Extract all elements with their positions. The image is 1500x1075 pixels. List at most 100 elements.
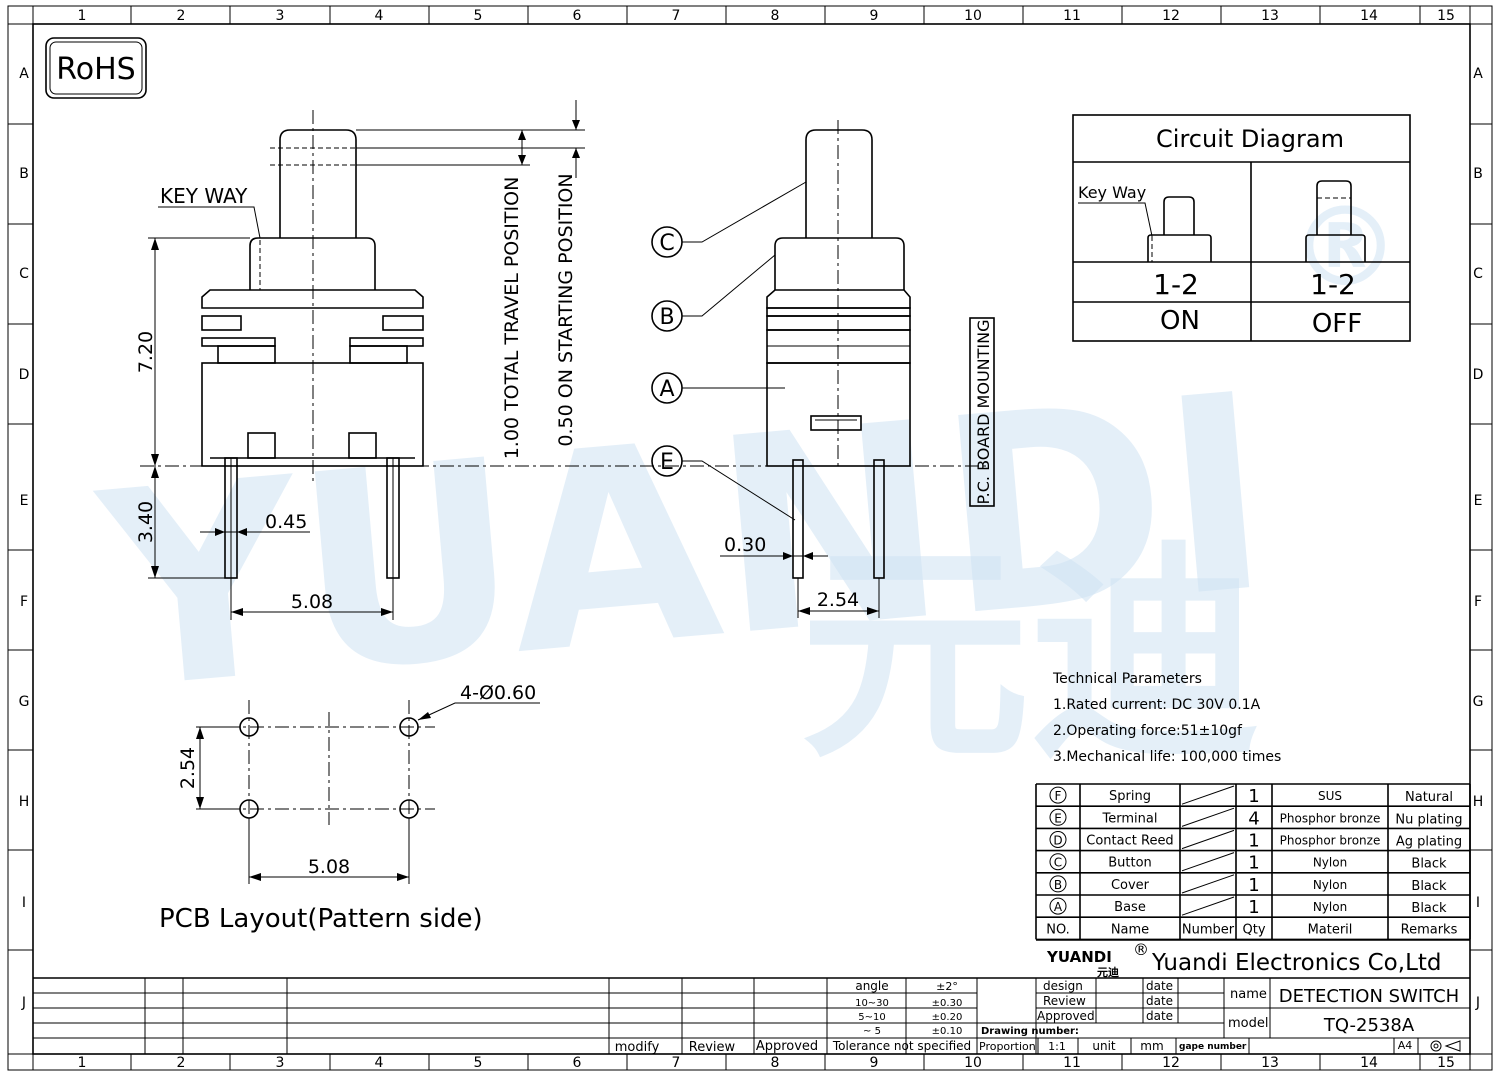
- row-label-left: C: [19, 266, 29, 282]
- col-label-top: 3: [276, 8, 285, 24]
- dim-height: 7.20: [135, 331, 157, 373]
- row-label-right: G: [1473, 694, 1484, 710]
- review-label: Review: [1043, 994, 1086, 1008]
- technical-parameters: Technical Parameters 1.Rated current: DC…: [1052, 671, 1281, 765]
- proportion-label: Proportion: [979, 1040, 1036, 1053]
- col-label-bottom: 8: [771, 1055, 780, 1071]
- tol-value-3: ±0.10: [932, 1026, 963, 1037]
- bom-header-remarks: Remarks: [1401, 922, 1458, 937]
- bom-remarks: Black: [1411, 901, 1447, 916]
- pcb-dim-vertical: 2.54: [177, 747, 199, 789]
- row-label-right: B: [1473, 166, 1483, 182]
- col-label-bottom: 6: [573, 1055, 582, 1071]
- tolerance-not-specified: Tolerance not specified: [832, 1039, 971, 1053]
- bom-qty: 1: [1248, 831, 1259, 852]
- bom-name: Button: [1108, 856, 1152, 871]
- bom-material: Phosphor bronze: [1280, 834, 1381, 848]
- col-label-bottom: 12: [1162, 1055, 1180, 1071]
- circuit-keyway: Key Way: [1078, 183, 1146, 202]
- date-label-2: date: [1146, 994, 1173, 1008]
- bom-no: B: [1054, 878, 1062, 892]
- col-label-top: 15: [1437, 8, 1455, 24]
- col-label-bottom: 11: [1063, 1055, 1081, 1071]
- row-label-left: F: [20, 594, 28, 610]
- design-label: design: [1043, 979, 1083, 993]
- col-label-top: 14: [1360, 8, 1378, 24]
- bom-qty: 1: [1248, 853, 1259, 874]
- row-label-left: E: [20, 493, 29, 509]
- row-label-right: H: [1473, 794, 1484, 810]
- row-label-left: A: [19, 66, 29, 82]
- bom-name: Cover: [1111, 878, 1150, 893]
- bom-name: Terminal: [1102, 811, 1158, 826]
- bom-no-circle: [1049, 853, 1067, 871]
- rohs-mark: RoHS: [45, 37, 147, 99]
- model-value: TQ-2538A: [1323, 1015, 1415, 1036]
- date-label-1: date: [1146, 979, 1173, 993]
- callout-letter: A: [659, 377, 674, 402]
- circuit-title: Circuit Diagram: [1156, 125, 1344, 153]
- tol-value-1: ±0.30: [932, 998, 963, 1009]
- logo-reg: ®: [1133, 940, 1149, 959]
- bom-material: Nylon: [1313, 856, 1347, 870]
- bom-qty: 1: [1248, 786, 1259, 807]
- col-label-top: 7: [672, 8, 681, 24]
- projection-symbol: [1430, 1040, 1461, 1052]
- bom-name: Spring: [1109, 789, 1151, 804]
- drawing-number-label: Drawing number:: [981, 1026, 1079, 1037]
- bom-no-circle: [1049, 831, 1067, 848]
- pcb-caption: PCB Layout(Pattern side): [159, 904, 483, 934]
- model-label: model: [1228, 1016, 1268, 1031]
- unit-value: mm: [1140, 1039, 1163, 1053]
- bom-name: Contact Reed: [1086, 834, 1173, 849]
- circuit-right-state: OFF: [1312, 309, 1362, 339]
- tech-title: Technical Parameters: [1052, 671, 1202, 687]
- row-label-right: D: [1473, 367, 1484, 383]
- col-label-top: 4: [375, 8, 384, 24]
- row-label-left: G: [19, 694, 30, 710]
- col-label-bottom: 14: [1360, 1055, 1378, 1071]
- bom-header-material: Materil: [1308, 922, 1353, 937]
- col-label-bottom: 2: [177, 1055, 186, 1071]
- row-label-right: J: [1475, 995, 1480, 1011]
- col-label-bottom: 10: [964, 1055, 982, 1071]
- tol-angle-label: angle: [855, 979, 888, 993]
- row-label-left: H: [19, 794, 30, 810]
- sheet-size: A4: [1398, 1039, 1413, 1052]
- callout-letter: B: [659, 305, 674, 330]
- tol-range-3: ~ 5: [863, 1026, 881, 1037]
- col-label-bottom: 3: [276, 1055, 285, 1071]
- pcb-hole-label: 4-Ø0.60: [460, 682, 536, 704]
- bom-no-circle: [1049, 897, 1067, 915]
- watermark-cjk: 元迪: [800, 523, 1260, 790]
- pcb-layout: 4-Ø0.60 2.54 5.08 PCB Layout(Pattern sid…: [159, 682, 540, 934]
- row-label-right: F: [1474, 594, 1482, 610]
- circuit-left-pins: 1-2: [1153, 268, 1199, 301]
- name-value: DETECTION SWITCH: [1279, 986, 1459, 1007]
- bom-header-name: Name: [1111, 922, 1149, 937]
- col-label-top: 13: [1261, 8, 1279, 24]
- row-label-right: I: [1476, 895, 1480, 911]
- watermark: YUANDI 元迪 ®: [86, 183, 1400, 790]
- bom-material: SUS: [1318, 789, 1342, 803]
- approved-label: Approved: [1037, 1009, 1095, 1023]
- bom-qty: 1: [1248, 875, 1259, 896]
- bom-header-qty: Qty: [1242, 922, 1265, 937]
- company-name: Yuandi Electronics Co,Ltd: [1151, 950, 1442, 976]
- bom-remarks: Black: [1411, 879, 1447, 894]
- logo-text: YUANDI: [1046, 948, 1112, 966]
- row-label-left: B: [19, 166, 29, 182]
- tol-angle-value: ±2°: [936, 980, 958, 993]
- col-label-bottom: 7: [672, 1055, 681, 1071]
- bom-no-circle: [1049, 786, 1067, 804]
- callout-letter: E: [660, 450, 674, 475]
- row-label-left: J: [21, 995, 26, 1011]
- row-label-left: I: [22, 895, 26, 911]
- bom-material: Nylon: [1313, 878, 1347, 892]
- bom-remarks: Ag plating: [1396, 835, 1462, 850]
- col-label-bottom: 4: [375, 1055, 384, 1071]
- col-label-bottom: 15: [1437, 1055, 1455, 1071]
- callout-letter: C: [659, 231, 674, 256]
